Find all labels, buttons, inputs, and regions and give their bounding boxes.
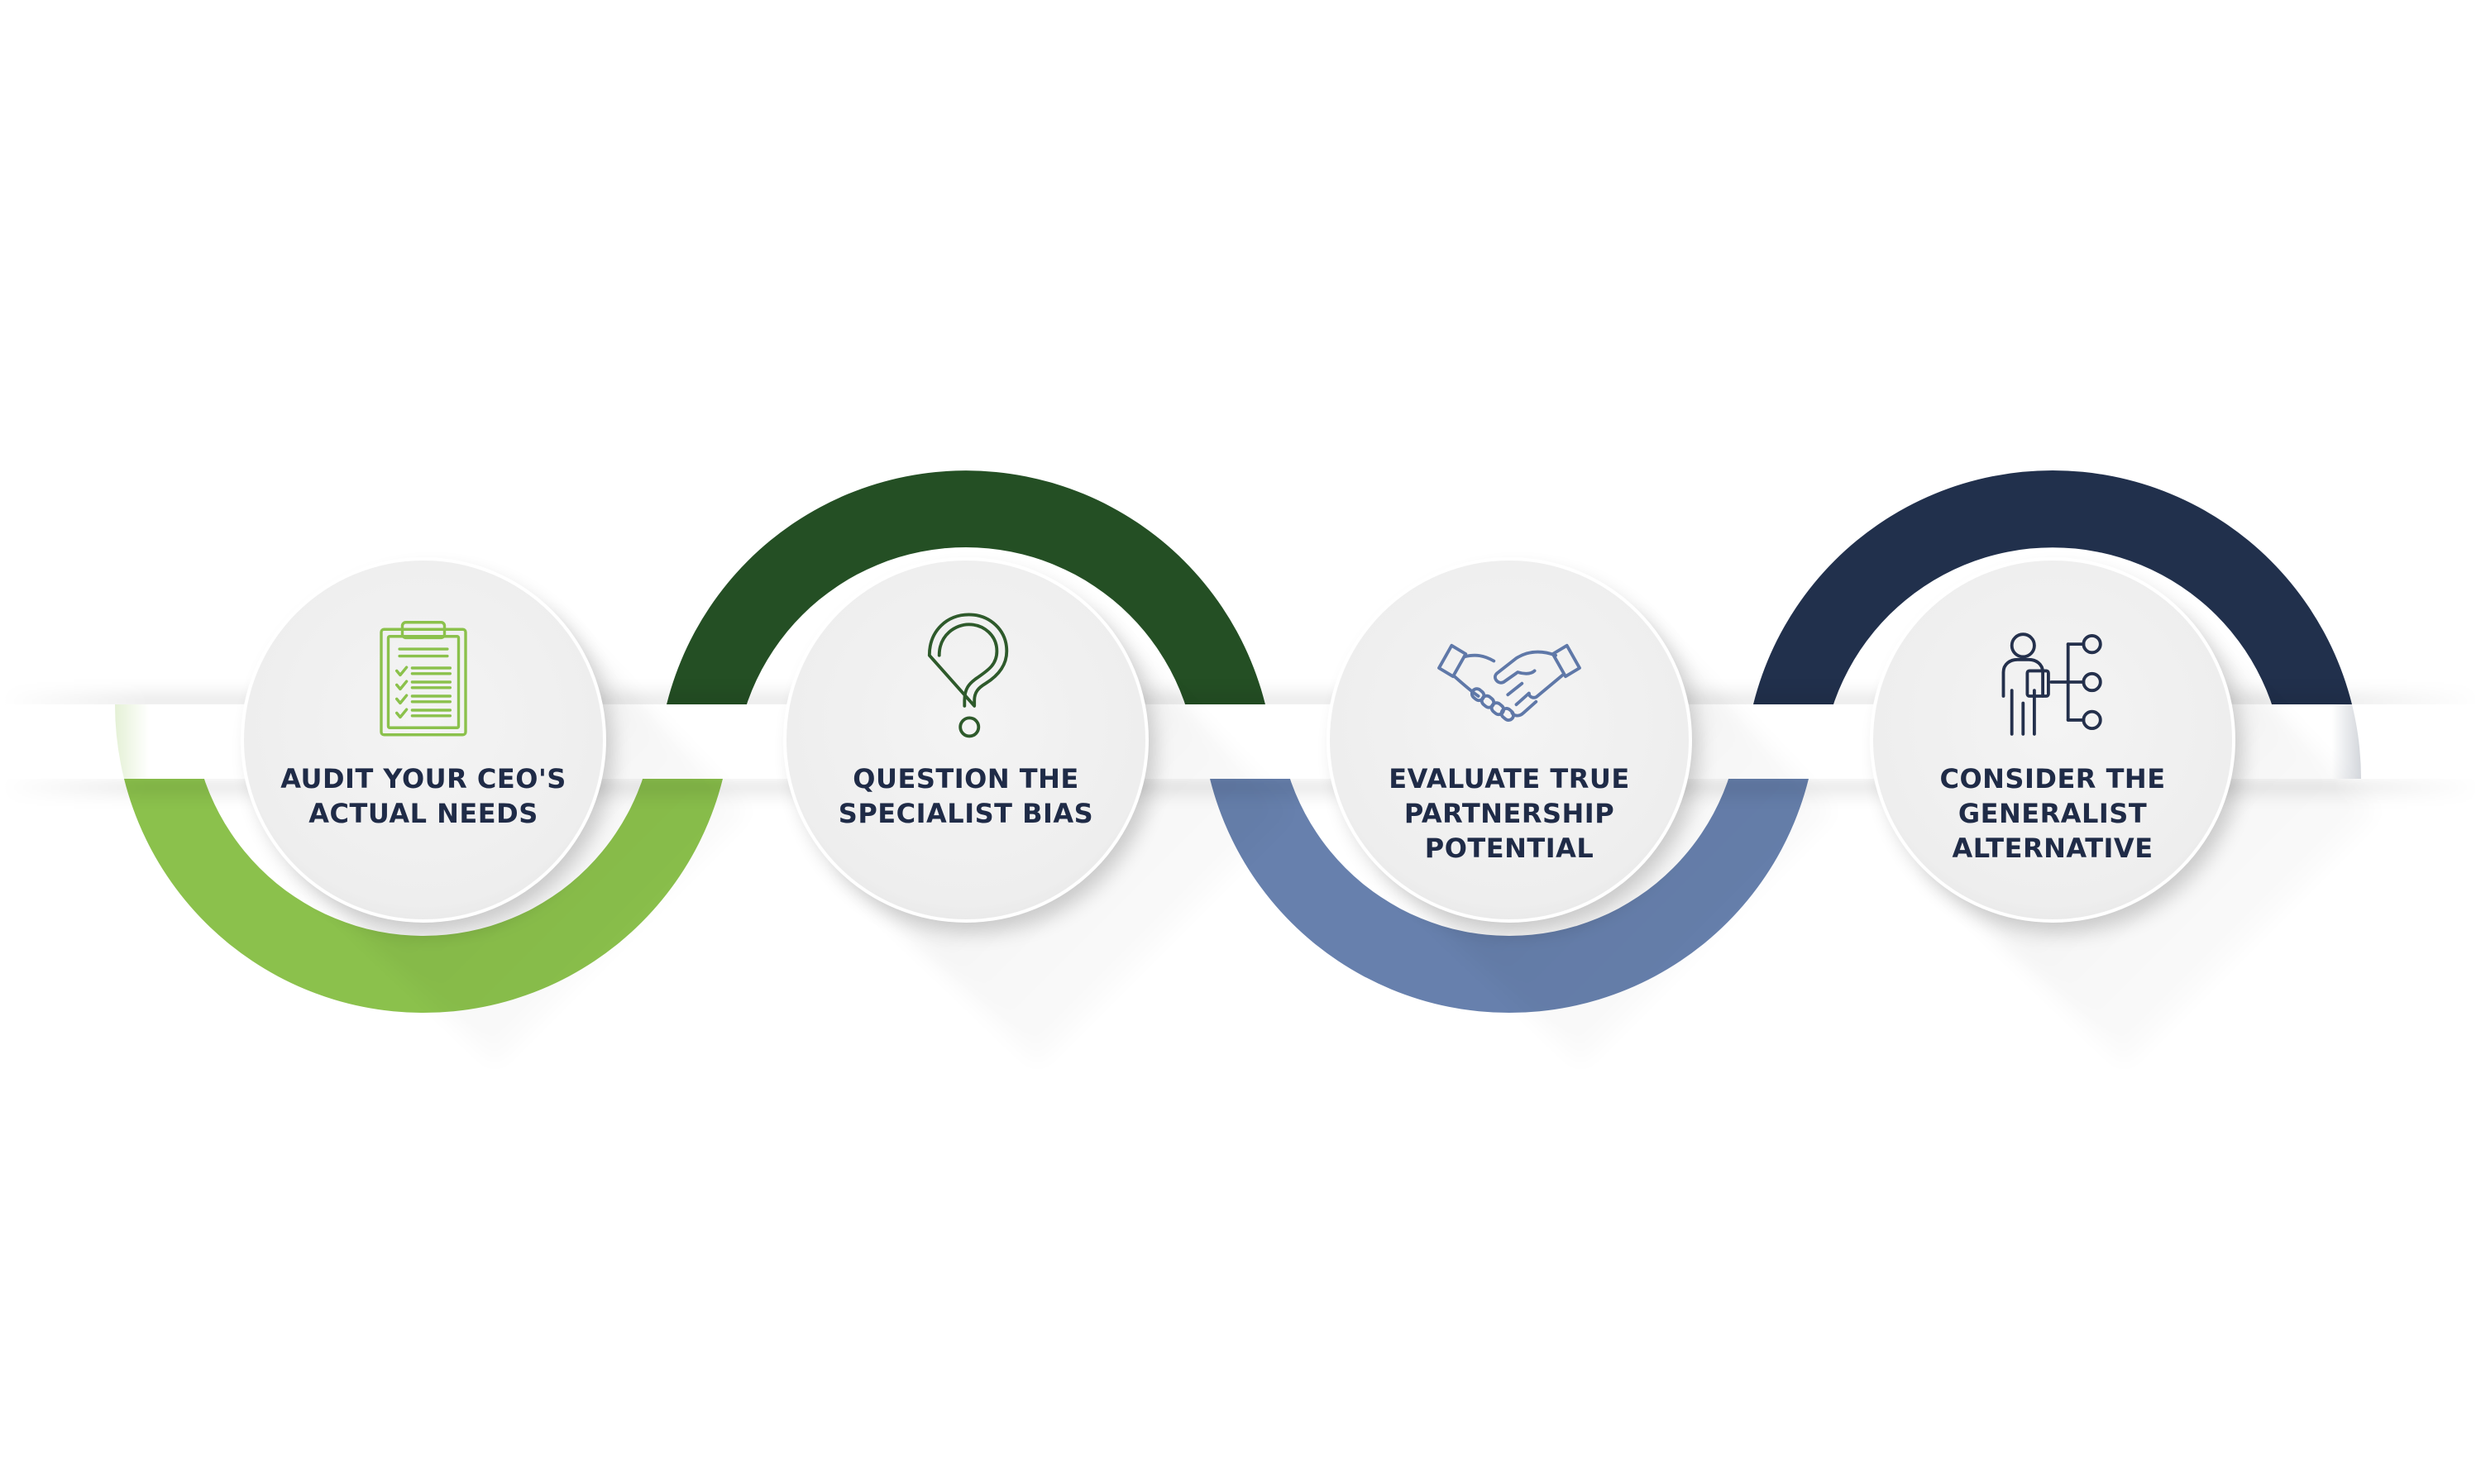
circle-consider xyxy=(1873,561,2232,919)
circle-question xyxy=(786,561,1145,919)
circle-audit xyxy=(244,561,603,919)
circles-layer: AUDIT YOUR CEO'S ACTUAL NEEDS QUESTION THE… xyxy=(241,557,2378,1066)
clipboard-checklist-icon xyxy=(380,621,467,737)
circle-evaluate xyxy=(1330,561,1689,919)
handshake-icon xyxy=(1437,643,1581,722)
label-evaluate-line-2: PARTNERSHIP xyxy=(1404,798,1614,829)
arc-question xyxy=(657,470,1274,779)
step-audit: AUDIT YOUR CEO'S ACTUAL NEEDS xyxy=(241,557,749,1066)
question-mark-icon xyxy=(927,613,1009,738)
arc-consider xyxy=(1744,470,2361,779)
label-consider-line-3: ALTERNATIVE xyxy=(1952,833,2153,864)
label-audit-line-2: ACTUAL NEEDS xyxy=(308,798,538,829)
label-evaluate-line-3: POTENTIAL xyxy=(1425,833,1594,864)
label-question-line-2: SPECIALIST BIAS xyxy=(839,798,1093,829)
label-question-line-1: QUESTION THE xyxy=(853,763,1078,794)
step-question: QUESTION THE SPECIALIST BIAS xyxy=(783,557,1292,1066)
label-audit-line-1: AUDIT YOUR CEO'S xyxy=(280,763,566,794)
label-consider-line-2: GENERALIST xyxy=(1958,798,2147,829)
label-evaluate-line-1: EVALUATE TRUE xyxy=(1389,763,1629,794)
label-consider-line-1: CONSIDER THE xyxy=(1939,763,2165,794)
person-hierarchy-icon xyxy=(2001,632,2102,736)
step-consider: CONSIDER THE GENERALIST ALTERNATIVE xyxy=(1870,557,2378,1066)
step-evaluate: EVALUATE TRUE PARTNERSHIP POTENTIAL xyxy=(1327,557,1835,1066)
